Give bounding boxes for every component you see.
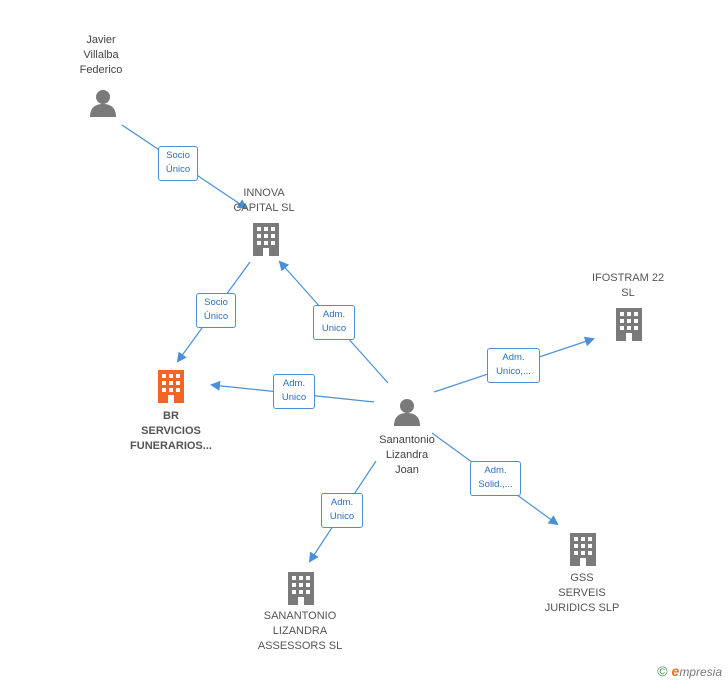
building-icon[interactable] — [568, 532, 598, 566]
node-label-sanantonio-assessors[interactable]: SANANTONIO LIZANDRA ASSESSORS SL — [257, 610, 343, 652]
copyright-icon: © — [657, 663, 668, 679]
node-label-javier[interactable]: Javier Villalba Federico — [79, 34, 123, 76]
node-label-br[interactable]: BR SERVICIOS FUNERARIOS... — [130, 410, 212, 452]
brand-name: mpresia — [679, 665, 722, 679]
edge-label-joan-ifostram[interactable]: Adm. Unico,... — [487, 348, 540, 383]
brand-footer: ©empresia — [657, 663, 722, 679]
building-icon[interactable] — [614, 307, 644, 341]
node-label-ifostram[interactable]: IFOSTRAM 22 SL — [591, 272, 665, 299]
edge-label-joan-br[interactable]: Adm. Unico — [273, 374, 315, 409]
building-icon-focus[interactable] — [156, 369, 186, 403]
brand-e-logo: e — [671, 663, 680, 679]
node-label-innova[interactable]: INNOVA CAPITAL SL — [233, 187, 295, 214]
building-icon[interactable] — [251, 222, 281, 256]
node-label-gss[interactable]: GSS SERVEIS JURIDICS SLP — [544, 572, 620, 614]
edge-label-joan-innova[interactable]: Adm. Unico — [313, 305, 355, 340]
building-icon[interactable] — [286, 571, 316, 605]
edge-label-joan-gss[interactable]: Adm. Solid.,... — [470, 461, 521, 496]
edge-label-javier-innova[interactable]: Socio Único — [158, 146, 198, 181]
person-icon[interactable] — [88, 88, 118, 118]
edge-label-innova-br[interactable]: Socio Único — [196, 293, 236, 328]
node-label-sanantonio-joan[interactable]: Sanantonio Lizandra Joan — [379, 434, 435, 476]
person-icon[interactable] — [392, 397, 422, 427]
edge-label-joan-assessors[interactable]: Adm. Unico — [321, 493, 363, 528]
